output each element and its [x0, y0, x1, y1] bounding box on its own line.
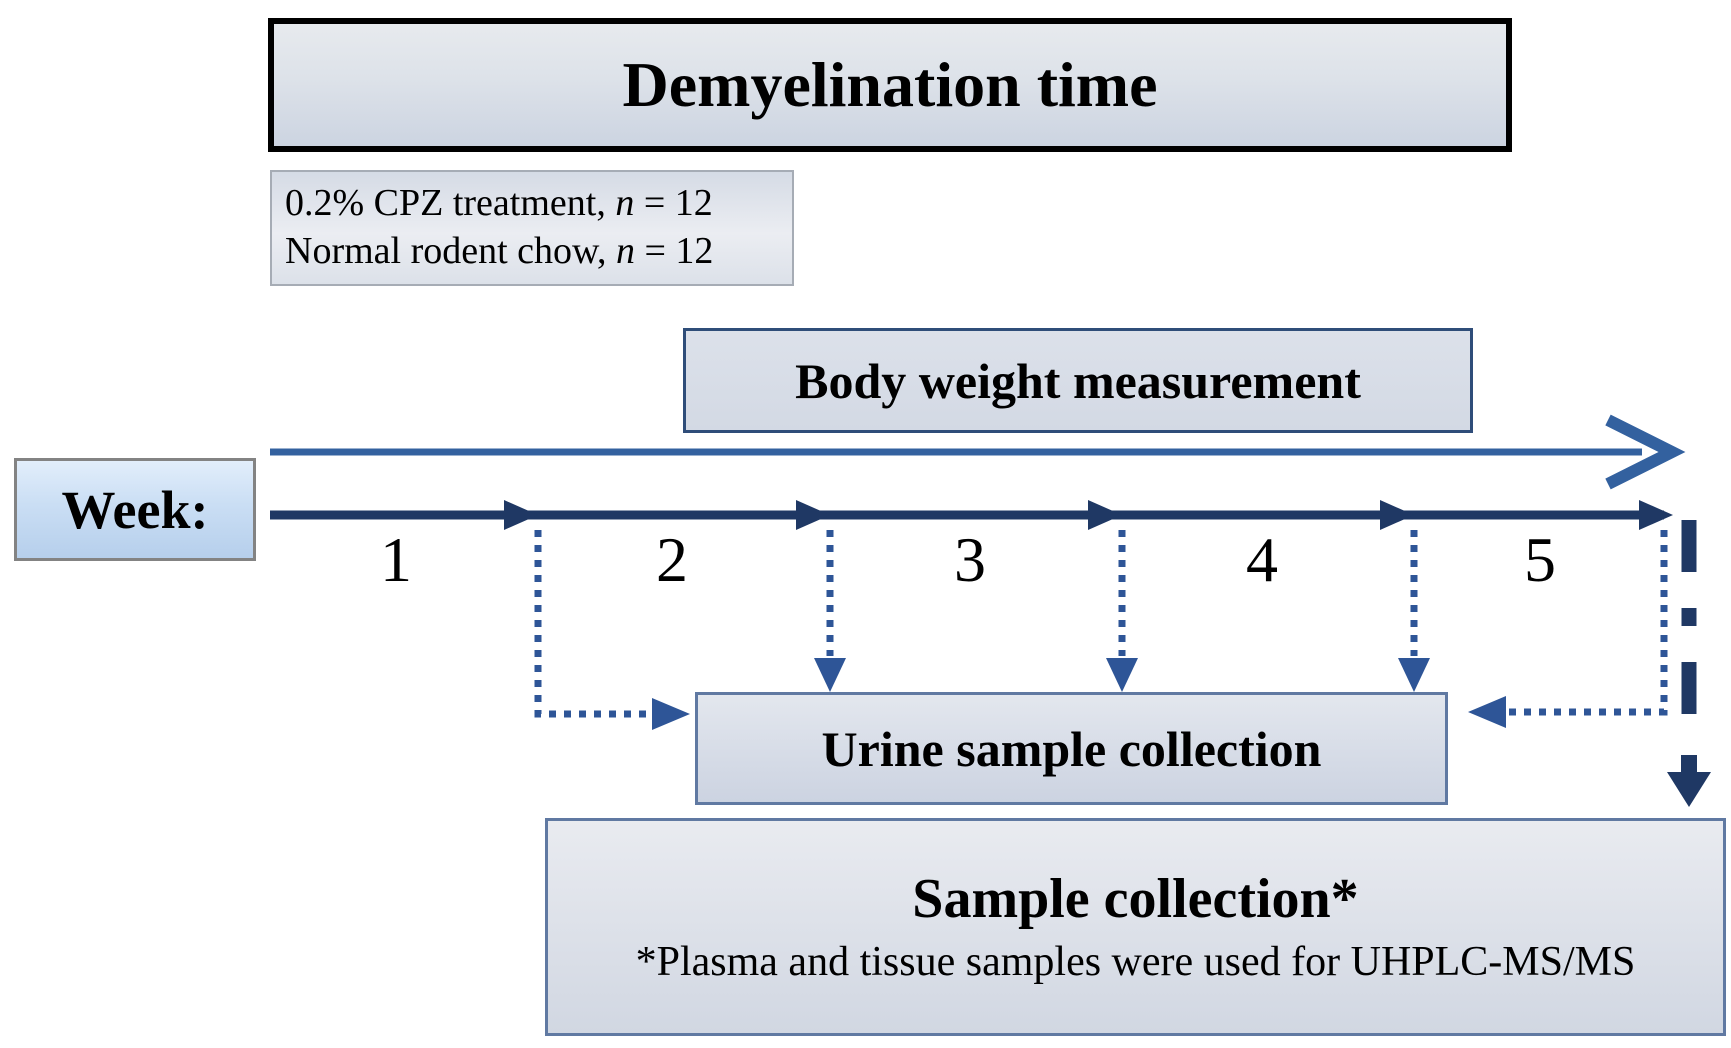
urine-collection-label: Urine sample collection — [821, 720, 1322, 777]
treatment-line-1-n: n — [615, 182, 635, 225]
treatment-line-2-n: n — [616, 230, 635, 272]
treatment-line-2-count: = 12 — [635, 230, 714, 272]
urine-collection-box: Urine sample collection — [695, 692, 1448, 805]
sample-arrow-stem — [1681, 755, 1697, 773]
urine-down-arrowhead-2-icon — [1106, 658, 1138, 692]
urine-down-arrowhead-3-icon — [1398, 658, 1430, 692]
demyelination-title-label: Demyelination time — [622, 49, 1158, 120]
treatment-line-2-text: Normal rodent chow, — [285, 230, 616, 272]
urine-elbow-left-arrowhead-icon — [652, 698, 690, 730]
sample-collection-title: Sample collection* — [912, 868, 1359, 930]
week-number-3: 3 — [954, 524, 986, 595]
week3-arrowhead-icon — [1088, 500, 1122, 530]
body-weight-box: Body weight measurement — [683, 328, 1473, 433]
week-number-4: 4 — [1246, 524, 1278, 595]
week1-arrowhead-icon — [504, 500, 538, 530]
week-number-5: 5 — [1524, 524, 1556, 595]
week5-arrowhead-icon — [1639, 500, 1673, 530]
urine-elbow-right-arrowhead-icon — [1468, 696, 1506, 728]
body-weight-label: Body weight measurement — [795, 352, 1361, 409]
sample-collection-box: Sample collection* *Plasma and tissue sa… — [545, 818, 1726, 1036]
treatment-line-1-count: = 12 — [634, 182, 713, 225]
sample-collection-footnote: *Plasma and tissue samples were used for… — [635, 939, 1636, 985]
week2-arrowhead-icon — [796, 500, 830, 530]
treatment-line-1: 0.2% CPZ treatment, n = 12 — [285, 180, 713, 228]
week4-arrowhead-icon — [1380, 500, 1414, 530]
urine-down-arrowhead-1-icon — [814, 658, 846, 692]
week-label-box: Week: — [14, 458, 256, 561]
treatment-info-box: 0.2% CPZ treatment, n = 12 Normal rodent… — [270, 170, 794, 286]
week-label: Week: — [61, 479, 209, 540]
body-weight-arrowhead-icon — [1605, 414, 1686, 490]
treatment-line-1-text: 0.2% CPZ treatment, — [285, 182, 616, 225]
treatment-line-2: Normal rodent chow, n = 12 — [285, 228, 713, 276]
sample-arrowhead-icon — [1667, 772, 1711, 807]
week-number-1: 1 — [380, 524, 412, 595]
week-number-2: 2 — [656, 524, 688, 595]
demyelination-title-box: Demyelination time — [268, 18, 1512, 152]
